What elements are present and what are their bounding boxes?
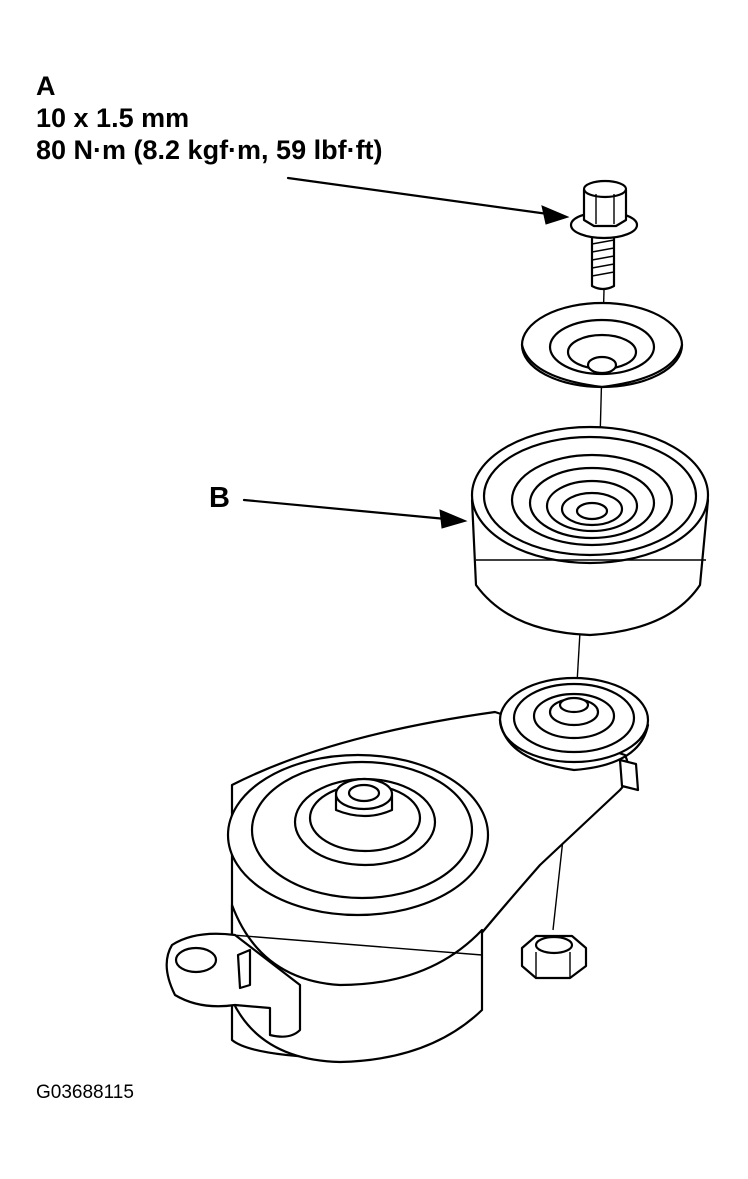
- mounting-ear: [165, 932, 302, 1038]
- callout-a-torque-spec: 80 N·m (8.2 kgf·m, 59 lbf·ft): [36, 135, 383, 165]
- idler-pulley-b: [470, 425, 710, 637]
- callout-a-block: A 10 x 1.5 mm 80 N·m (8.2 kgf·m, 59 lbf·…: [36, 70, 383, 166]
- hex-nut: [520, 934, 588, 980]
- figure-id: G03688115: [36, 1082, 134, 1103]
- bolt-a: [569, 179, 639, 291]
- arrow-b-leader: [242, 498, 468, 529]
- cup-washer: [520, 301, 684, 389]
- callout-b-letter: B: [209, 482, 230, 514]
- callout-a-thread-spec: 10 x 1.5 mm: [36, 103, 190, 133]
- callout-a-letter: A: [36, 71, 56, 101]
- tensioner-pivot-boss: [226, 753, 490, 917]
- arrow-a-leader: [286, 176, 570, 225]
